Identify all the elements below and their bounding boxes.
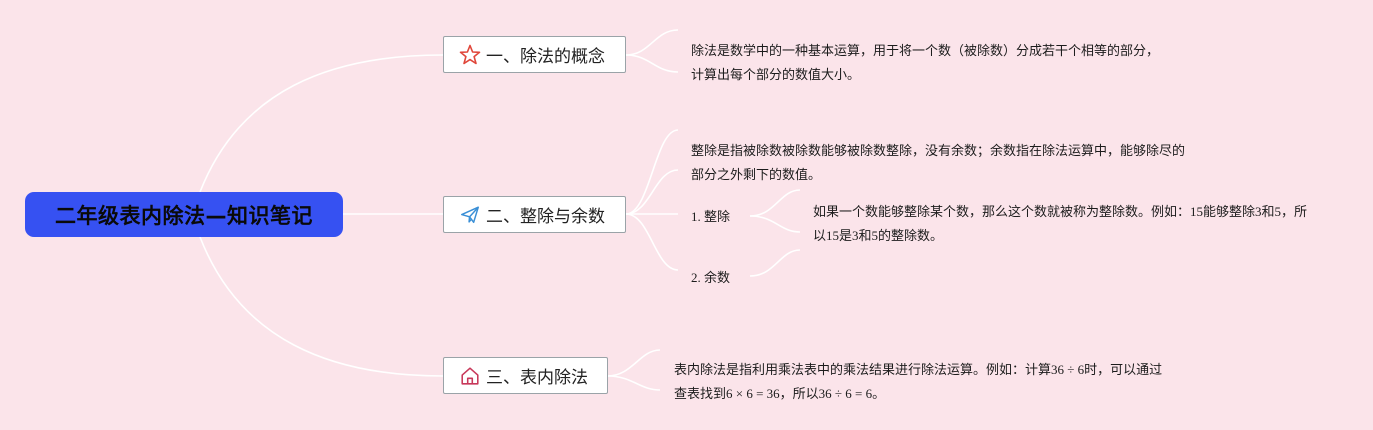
root-topic[interactable]: 二年级表内除法—知识笔记 [25,192,343,237]
connector-sub2-stub [749,249,801,277]
connector-root-branch1 [199,54,444,193]
connector-sub1-note [749,189,801,217]
connector-branch3-note [607,349,661,377]
connector-branch2-note [625,129,679,215]
branch-concept-label: 一、除法的概念 [486,47,605,67]
subtopic-divisible[interactable]: 1. 整除 [691,209,731,224]
note-concept: 除法是数学中的一种基本运算，用于将一个数（被除数）分成若干个相等的部分，计算出每… [691,43,1160,82]
connector-root-branch3 [199,236,444,377]
root-title: 二年级表内除法—知识笔记 [55,203,313,228]
branch-table-division-label: 三、表内除法 [486,368,588,388]
branch-divisible-remainder[interactable]: 二、整除与余数 [443,196,626,233]
subtopic-remainder[interactable]: 2. 余数 [691,270,731,285]
note-divisible: 如果一个数能够整除某个数，那么这个数就被称为整除数。例如：15能够整除3和5，所… [813,204,1308,243]
connector-branch1-note [625,29,679,56]
branch-divisible-remainder-label: 二、整除与余数 [486,207,605,227]
note-divisible-remainder: 整除是指被除数被除数能够被除数整除，没有余数；余数指在除法运算中，能够除尽的部分… [691,143,1186,182]
connector-branch2-sub2 [625,213,679,271]
note-table-division: 表内除法是指利用乘法表中的乘法结果进行除法运算。例如：计算36 ÷ 6时，可以通… [674,362,1163,401]
branch-concept[interactable]: 一、除法的概念 [443,36,626,73]
paper-plane-icon [458,203,482,227]
branch-table-division[interactable]: 三、表内除法 [443,357,608,394]
home-icon [458,364,482,388]
star-icon [458,43,482,67]
